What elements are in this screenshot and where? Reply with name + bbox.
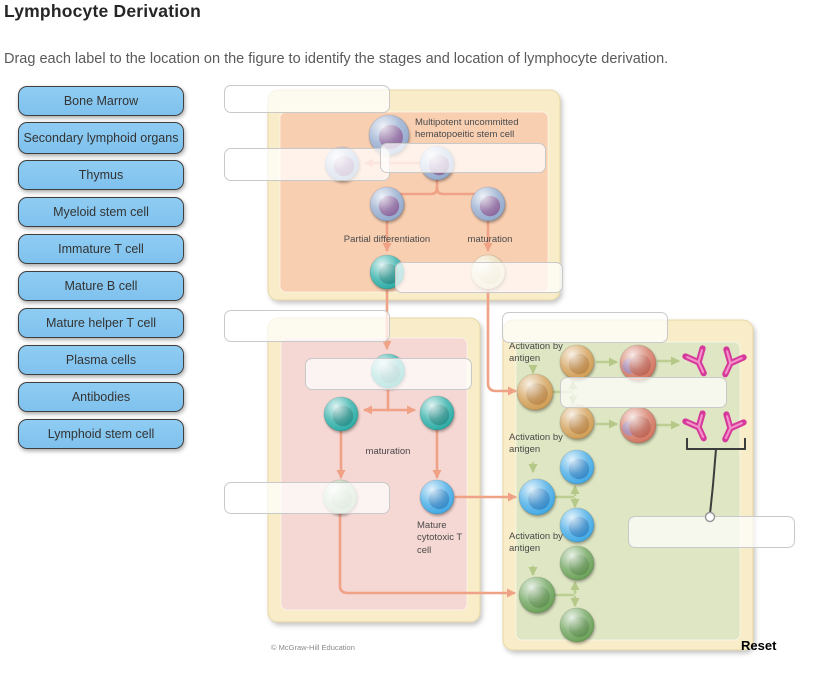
cell-progenitor	[470, 186, 506, 222]
cell-b	[559, 344, 595, 380]
mature-cytotoxic-caption: Mature cytotoxic T cell	[417, 520, 463, 556]
drop-zone-secondary-organs-title[interactable]	[502, 312, 668, 343]
label-myeloid-stem-cell[interactable]: Myeloid stem cell	[18, 197, 184, 227]
label-immature-t-cell[interactable]: Immature T cell	[18, 234, 184, 264]
instruction-text: Drag each label to the location on the f…	[4, 51, 669, 67]
drop-zone-antibodies[interactable]	[628, 516, 795, 548]
label-plasma-cells[interactable]: Plasma cells	[18, 345, 184, 375]
label-antibodies[interactable]: Antibodies	[18, 382, 184, 412]
cell-t	[323, 396, 359, 432]
cell-plasma	[619, 406, 657, 444]
page-title: Lymphocyte Derivation	[4, 1, 202, 21]
drop-zone-stem-row-right[interactable]	[380, 143, 546, 173]
drop-zone-thymus-title[interactable]	[224, 310, 390, 342]
cell-progenitor	[369, 186, 405, 222]
label-lymphoid-stem-cell[interactable]: Lymphoid stem cell	[18, 419, 184, 449]
cell-helper-t	[559, 545, 595, 581]
drop-zone-myeloid-row[interactable]	[395, 262, 563, 293]
activation-by-antigen-caption-2: Activation by antigen	[509, 432, 563, 456]
maturation-caption-top: maturation	[467, 234, 513, 245]
label-bone-marrow[interactable]: Bone Marrow	[18, 86, 184, 116]
cell-plasma	[619, 344, 657, 382]
cell-helper-t	[559, 607, 595, 643]
drop-zone-mature-helper-t[interactable]	[224, 482, 390, 514]
label-thymus[interactable]: Thymus	[18, 160, 184, 190]
activation-by-antigen-caption-1: Activation by antigen	[509, 341, 563, 365]
drop-zone-stem-row-left[interactable]	[224, 148, 390, 181]
cell-cytotoxic-t	[559, 507, 595, 543]
drop-zone-plasma-row[interactable]	[560, 377, 727, 408]
partial-differentiation-caption: Partial differentiation	[343, 234, 431, 245]
cell-cytotoxic-t	[559, 449, 595, 485]
stem-cell-caption: Multipotent uncommitted hematopoeitic st…	[415, 117, 519, 141]
cell-helper-t	[518, 576, 556, 614]
cell-cytotoxic-t	[518, 478, 556, 516]
copyright-text: © McGraw-Hill Education	[271, 643, 355, 652]
reset-button[interactable]: Reset	[741, 638, 777, 653]
label-mature-b-cell[interactable]: Mature B cell	[18, 271, 184, 301]
cell-mature-cytotoxic-t	[419, 479, 455, 515]
drop-zone-immature-t[interactable]	[305, 358, 472, 390]
maturation-caption-thymus: maturation	[365, 446, 411, 457]
cell-b	[516, 373, 554, 411]
label-mature-helper-t-cell[interactable]: Mature helper T cell	[18, 308, 184, 338]
drop-zone-bone-marrow-title[interactable]	[224, 85, 390, 113]
activation-by-antigen-caption-3: Activation by antigen	[509, 531, 563, 555]
cell-t	[419, 395, 455, 431]
label-secondary-lymphoid-organs[interactable]: Secondary lymphoid organs	[18, 122, 184, 154]
